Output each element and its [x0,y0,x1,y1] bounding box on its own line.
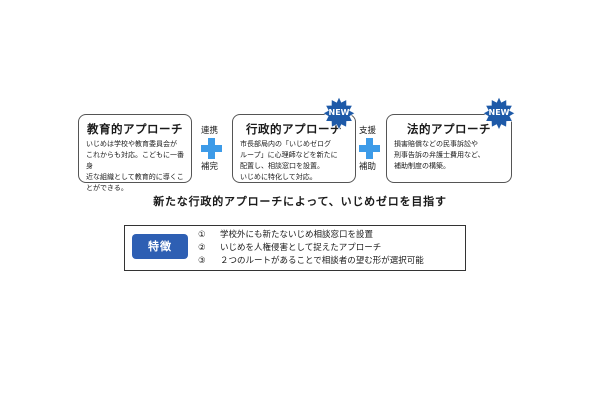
feature-text: 学校外にも新たないじめ相談窓口を設置 [220,230,374,240]
new-badge-icon: NEW [481,96,517,132]
plus-icon [201,138,222,159]
new-badge-icon: NEW [321,96,357,132]
feature-number: ③ [198,256,206,266]
plus-icon [359,138,380,159]
connector-label-shien: 支援 [359,126,377,136]
feature-number: ② [198,243,206,253]
new-badge-label: NEW [328,108,350,117]
connector-label-hokan: 補完 [201,162,219,172]
new-badge-label: NEW [488,108,510,117]
educational-approach-description: いじめは学校や教育委員会が これからも対応。こどもに一番身 近な組織として教育的… [86,140,184,192]
administrative-approach-title: 行政的アプローチ [246,122,342,136]
feature-item: ① 学校外にも新たないじめ相談窓口を設置 [198,229,424,242]
feature-item: ② いじめを人権侵害として捉えたアプローチ [198,242,424,255]
administrative-approach-description: 市長部局内の「いじめゼログ ループ」に心理師などを新たに 配置し、相談窓口を設置… [240,140,338,181]
feature-number: ① [198,230,206,240]
legal-approach-box: 法的アプローチ 損害賠償などの民事訴訟や 刑事告訴の弁護士費用など、 補助制度の… [386,114,512,183]
feature-text: ２つのルートがあることで相談者の望む形が選択可能 [220,256,424,266]
legal-approach-title: 法的アプローチ [407,122,491,136]
legal-approach-description: 損害賠償などの民事訴訟や 刑事告訴の弁護士費用など、 補助制度の構築。 [394,140,485,170]
educational-approach-box: 教育的アプローチ いじめは学校や教育委員会が これからも対応。こどもに一番身 近… [78,114,192,192]
feature-item: ③ ２つのルートがあることで相談者の望む形が選択可能 [198,255,424,268]
educational-approach-title: 教育的アプローチ [87,122,183,136]
features-list: ① 学校外にも新たないじめ相談窓口を設置 ② いじめを人権侵害として捉えたアプローチ… [198,229,424,268]
connector-label-renkei: 連携 [201,126,219,136]
connector-label-hojo: 補助 [359,162,377,172]
features-box: 特徴 ① 学校外にも新たないじめ相談窓口を設置 ② いじめを人権侵害として捉えたアプ… [124,225,466,271]
feature-text: いじめを人権侵害として捉えたアプローチ [220,243,382,253]
features-label: 特徴 [132,234,188,259]
headline: 新たな行政的アプローチによって、いじめゼロを目指す [153,195,447,208]
